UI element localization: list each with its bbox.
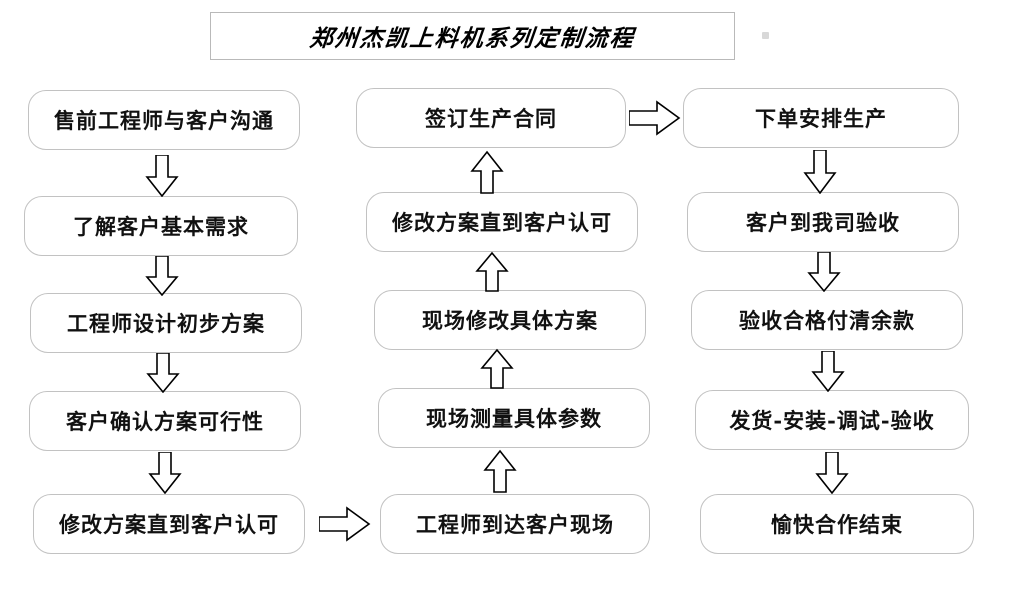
node-right-2[interactable]: 客户到我司验收 bbox=[687, 192, 959, 252]
node-left-4[interactable]: 客户确认方案可行性 bbox=[29, 391, 301, 451]
node-right-4-label: 发货-安装-调试-验收 bbox=[729, 407, 935, 433]
node-right-1[interactable]: 下单安排生产 bbox=[683, 88, 959, 148]
arrow-left-4-5 bbox=[148, 452, 182, 494]
node-middle-3-label: 现场修改具体方案 bbox=[422, 307, 598, 333]
node-left-2[interactable]: 了解客户基本需求 bbox=[24, 196, 298, 256]
node-left-5[interactable]: 修改方案直到客户认可 bbox=[33, 494, 305, 554]
chart-title-text: 郑州杰凯上料机系列定制流程 bbox=[308, 25, 637, 52]
node-left-1-label: 售前工程师与客户沟通 bbox=[54, 107, 274, 133]
node-left-4-label: 客户确认方案可行性 bbox=[66, 408, 264, 434]
node-middle-1[interactable]: 签订生产合同 bbox=[356, 88, 626, 148]
node-right-3-label: 验收合格付清余款 bbox=[739, 307, 915, 333]
node-left-3-label: 工程师设计初步方案 bbox=[67, 310, 265, 336]
node-middle-2-label: 修改方案直到客户认可 bbox=[392, 209, 612, 235]
arrow-middle-to-right bbox=[629, 100, 681, 136]
node-middle-5[interactable]: 工程师到达客户现场 bbox=[380, 494, 650, 554]
arrow-right-1-2 bbox=[803, 150, 837, 194]
node-middle-3[interactable]: 现场修改具体方案 bbox=[374, 290, 646, 350]
node-right-1-label: 下单安排生产 bbox=[755, 105, 887, 131]
node-middle-5-label: 工程师到达客户现场 bbox=[416, 511, 614, 537]
arrow-middle-3-2 bbox=[475, 251, 509, 292]
arrow-right-3-4 bbox=[811, 351, 845, 392]
node-right-2-label: 客户到我司验收 bbox=[746, 209, 900, 235]
arrow-left-to-middle bbox=[319, 506, 371, 542]
chart-title-box: 郑州杰凯上料机系列定制流程 bbox=[210, 12, 735, 60]
node-right-5[interactable]: 愉快合作结束 bbox=[700, 494, 974, 554]
arrow-middle-5-4 bbox=[483, 449, 517, 493]
node-right-5-label: 愉快合作结束 bbox=[771, 511, 903, 537]
node-left-2-label: 了解客户基本需求 bbox=[73, 213, 249, 239]
arrow-right-4-5 bbox=[815, 452, 849, 494]
arrow-left-2-3 bbox=[145, 256, 179, 296]
node-left-3[interactable]: 工程师设计初步方案 bbox=[30, 293, 302, 353]
arrow-middle-4-3 bbox=[480, 348, 514, 389]
arrow-right-2-3 bbox=[807, 252, 841, 292]
arrow-left-3-4 bbox=[146, 353, 180, 393]
watermark-artifact bbox=[762, 32, 769, 39]
node-right-3[interactable]: 验收合格付清余款 bbox=[691, 290, 963, 350]
arrow-left-1-2 bbox=[145, 155, 179, 197]
node-middle-4-label: 现场测量具体参数 bbox=[426, 405, 602, 431]
node-left-1[interactable]: 售前工程师与客户沟通 bbox=[28, 90, 300, 150]
node-left-5-label: 修改方案直到客户认可 bbox=[59, 511, 279, 537]
node-right-4[interactable]: 发货-安装-调试-验收 bbox=[695, 390, 969, 450]
node-middle-1-label: 签订生产合同 bbox=[425, 105, 557, 131]
node-middle-2[interactable]: 修改方案直到客户认可 bbox=[366, 192, 638, 252]
arrow-middle-2-1 bbox=[470, 150, 504, 194]
node-middle-4[interactable]: 现场测量具体参数 bbox=[378, 388, 650, 448]
